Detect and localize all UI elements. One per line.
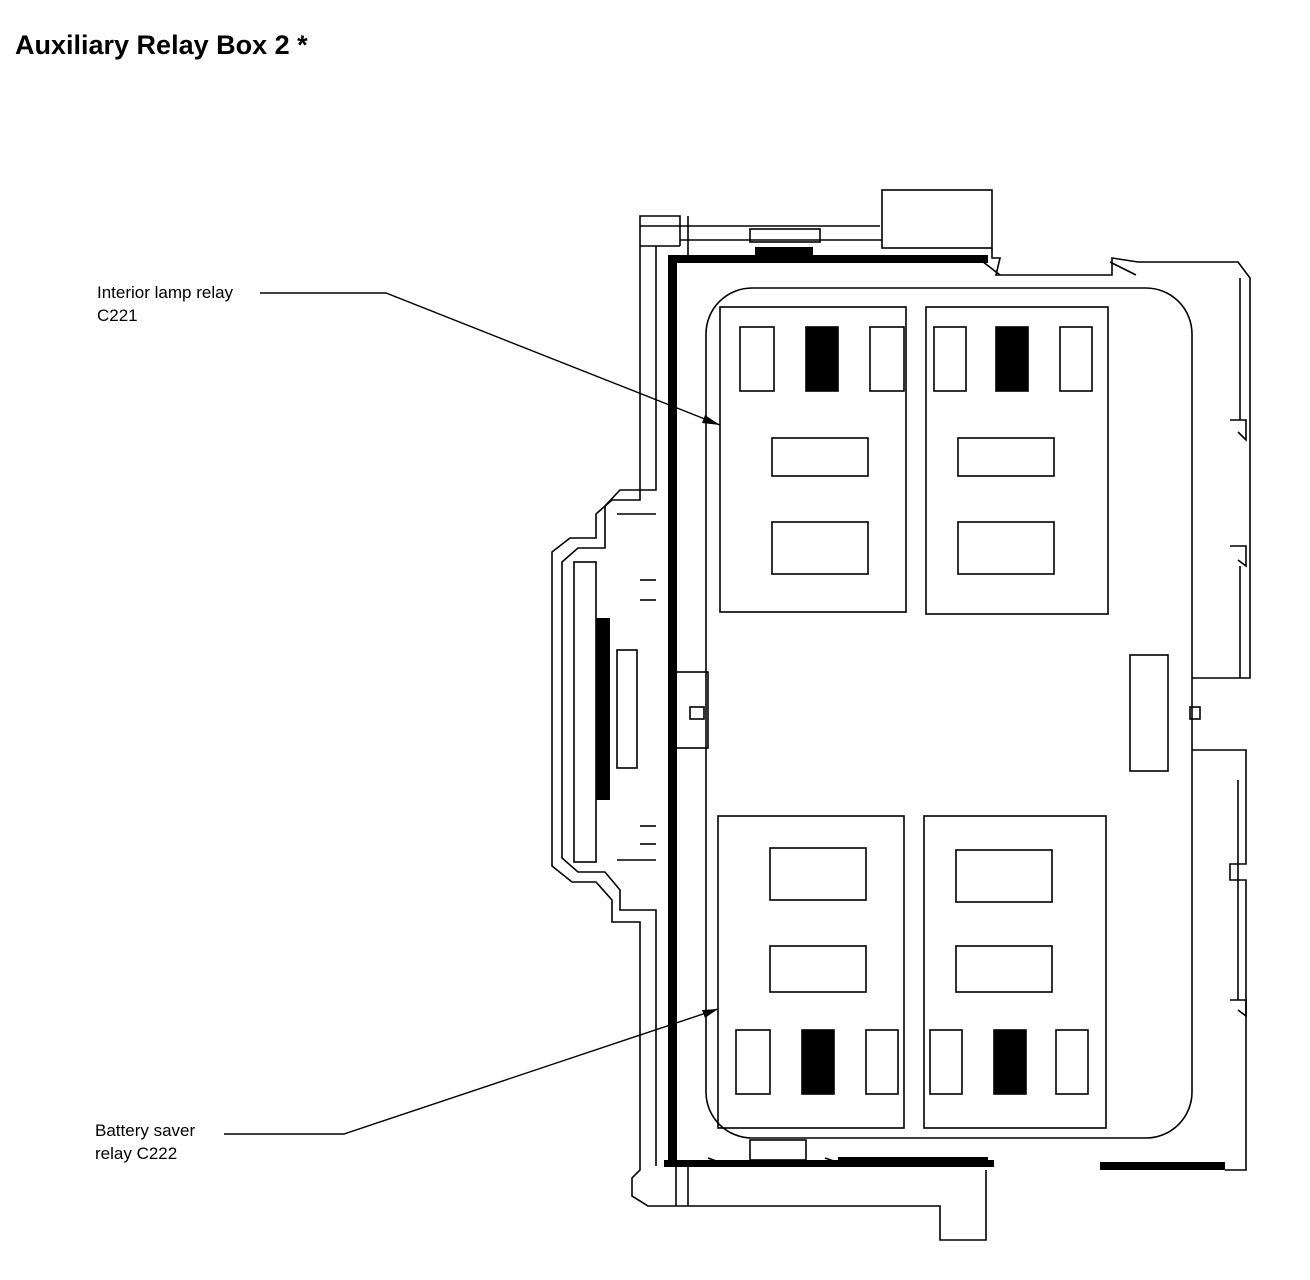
top-housing-edge: [639, 189, 1251, 679]
relay-socket-c222: [717, 815, 905, 1129]
diode-slot: [1129, 654, 1169, 772]
left-housing-outline: [551, 246, 987, 1241]
interior-lamp-relay-label-line1: Interior lamp relay: [97, 283, 234, 302]
right-housing-outline: [675, 278, 1247, 1171]
leader-line-battery-saver: [224, 1008, 719, 1135]
relay-box-body: [705, 287, 1193, 1139]
relay-socket-c221: [719, 306, 907, 613]
page-title: Auxiliary Relay Box 2 *: [15, 30, 308, 60]
battery-saver-relay-label-line2: relay C222: [95, 1144, 178, 1163]
interior-lamp-relay-label-line2: C221: [97, 306, 138, 325]
relay-socket-top-right: [925, 306, 1109, 615]
leader-line-interior-lamp: [260, 292, 721, 426]
left-black-spine: [596, 247, 1225, 1170]
battery-saver-relay-label-line1: Battery saver: [95, 1121, 196, 1140]
battery-saver-relay-label: Battery saver relay C222: [95, 1119, 195, 1165]
relay-socket-bottom-right: [923, 815, 1107, 1129]
interior-lamp-relay-label: Interior lamp relay C221: [97, 281, 233, 327]
